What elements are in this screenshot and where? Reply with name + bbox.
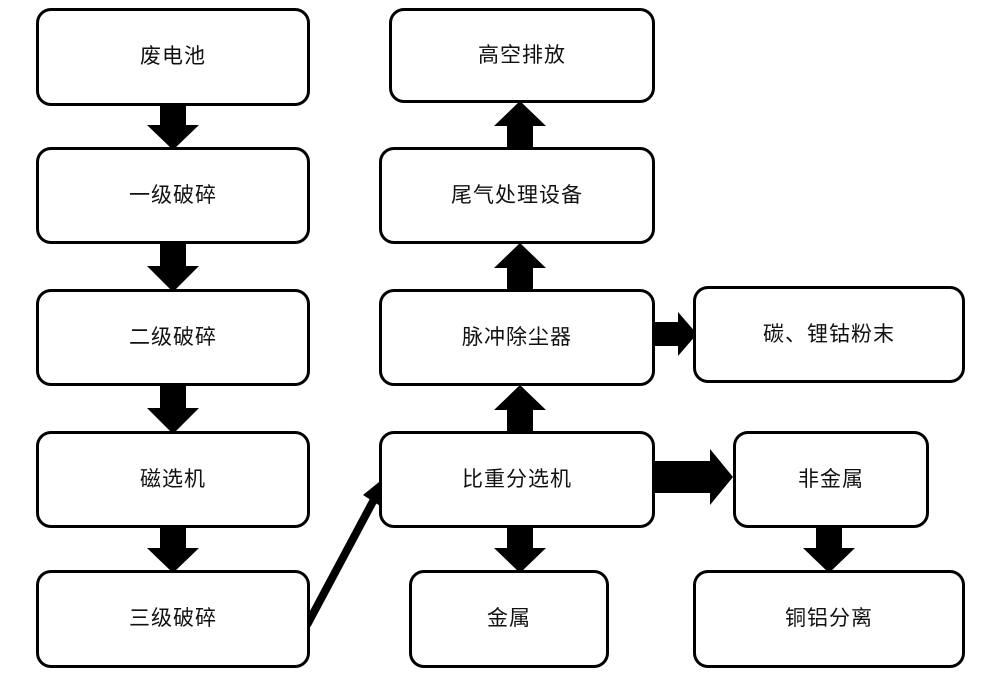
arrow-exhaust-treatment-to-high-altitude-discharge bbox=[494, 101, 546, 148]
node-label-tertiary-crush: 三级破碎 bbox=[129, 606, 217, 631]
node-label-copper-aluminum-separation: 铜铝分离 bbox=[785, 606, 873, 631]
node-label-metal: 金属 bbox=[487, 606, 531, 631]
node-pulse-dust-collector[interactable]: 脉冲除尘器 bbox=[379, 289, 655, 386]
arrow-gravity-separator-to-non-metal bbox=[652, 449, 733, 505]
node-label-carbon-lithium-cobalt-powder: 碳、锂钴粉末 bbox=[763, 321, 895, 346]
node-exhaust-treatment[interactable]: 尾气处理设备 bbox=[379, 147, 655, 244]
node-label-waste-battery: 废电池 bbox=[140, 44, 206, 69]
node-primary-crush[interactable]: 一级破碎 bbox=[36, 147, 310, 244]
arrow-magnetic-separator-to-tertiary-crush bbox=[147, 525, 199, 573]
arrow-non-metal-to-copper-aluminum-separation bbox=[803, 525, 855, 573]
node-waste-battery[interactable]: 废电池 bbox=[36, 8, 310, 106]
node-label-magnetic-separator: 磁选机 bbox=[140, 466, 206, 491]
node-label-gravity-separator: 比重分选机 bbox=[462, 466, 572, 491]
node-high-altitude-discharge[interactable]: 高空排放 bbox=[389, 8, 655, 103]
node-copper-aluminum-separation[interactable]: 铜铝分离 bbox=[693, 570, 965, 668]
node-carbon-lithium-cobalt-powder[interactable]: 碳、锂钴粉末 bbox=[693, 286, 965, 383]
arrow-gravity-separator-to-pulse-dust-collector bbox=[494, 385, 546, 433]
node-metal[interactable]: 金属 bbox=[409, 570, 609, 668]
arrow-waste-battery-to-primary-crush bbox=[147, 102, 199, 150]
node-label-pulse-dust-collector: 脉冲除尘器 bbox=[462, 324, 572, 349]
arrow-gravity-separator-to-metal bbox=[494, 525, 546, 573]
node-non-metal[interactable]: 非金属 bbox=[733, 431, 929, 528]
node-tertiary-crush[interactable]: 三级破碎 bbox=[36, 570, 310, 668]
arrow-primary-crush-to-secondary-crush bbox=[147, 241, 199, 292]
node-label-non-metal: 非金属 bbox=[798, 466, 864, 491]
node-secondary-crush[interactable]: 二级破碎 bbox=[36, 289, 310, 386]
node-magnetic-separator[interactable]: 磁选机 bbox=[36, 431, 310, 528]
node-label-high-altitude-discharge: 高空排放 bbox=[478, 42, 566, 67]
node-label-primary-crush: 一级破碎 bbox=[129, 182, 217, 207]
node-label-secondary-crush: 二级破碎 bbox=[129, 324, 217, 349]
node-gravity-separator[interactable]: 比重分选机 bbox=[379, 431, 655, 528]
arrow-pulse-dust-collector-to-powder bbox=[652, 312, 697, 356]
arrow-secondary-crush-to-magnetic-separator bbox=[147, 383, 199, 434]
arrow-tertiary-crush-to-gravity-separator bbox=[303, 478, 385, 627]
node-label-exhaust-treatment: 尾气处理设备 bbox=[451, 182, 583, 207]
arrow-pulse-dust-collector-to-exhaust-treatment bbox=[494, 243, 546, 291]
